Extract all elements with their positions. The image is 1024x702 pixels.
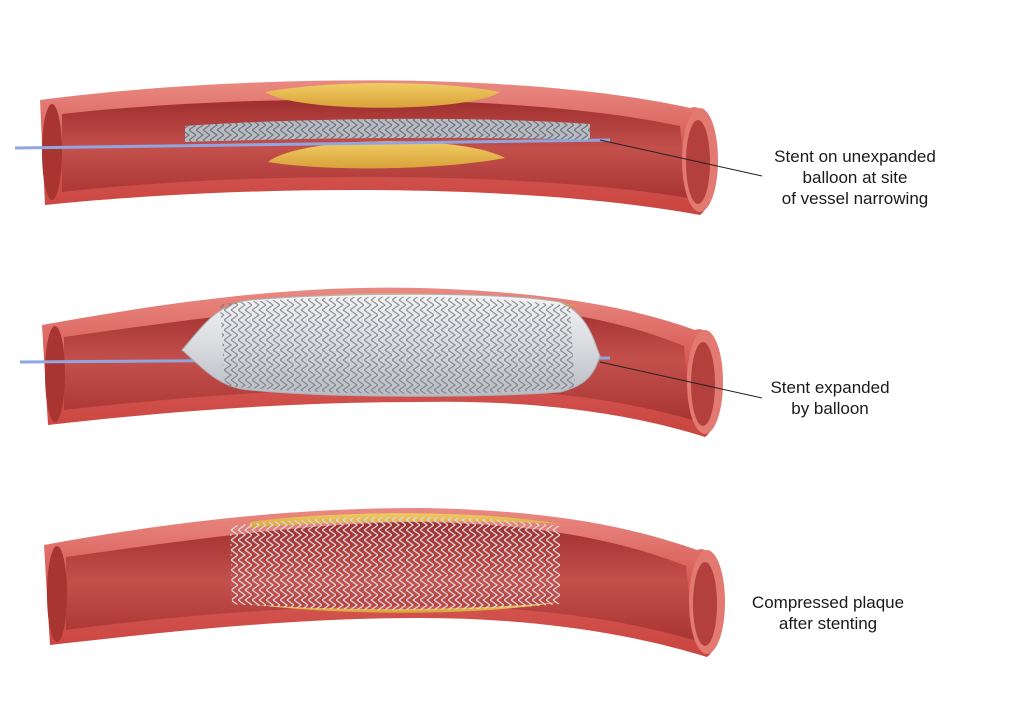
label-line: Stent on unexpanded bbox=[774, 147, 936, 166]
plaque-top bbox=[265, 83, 500, 108]
label-unexpanded-stent: Stent on unexpanded balloon at site of v… bbox=[735, 146, 975, 209]
label-compressed-plaque: Compressed plaque after stenting bbox=[708, 592, 948, 634]
catheter bbox=[14, 138, 611, 150]
label-line: after stenting bbox=[778, 614, 878, 633]
vessel-expanded bbox=[19, 287, 763, 437]
label-line: balloon at site bbox=[802, 168, 908, 187]
label-line: by balloon bbox=[791, 399, 869, 418]
vessel-stented bbox=[44, 508, 725, 657]
label-expanded-stent: Stent expanded by balloon bbox=[710, 377, 950, 419]
label-line: of vessel narrowing bbox=[781, 189, 929, 208]
compressed-plaque-bottom bbox=[250, 602, 560, 613]
label-line: Stent expanded bbox=[770, 378, 890, 397]
label-line: Compressed plaque bbox=[751, 593, 905, 612]
vessel-unexpanded bbox=[14, 80, 763, 215]
deployed-stent bbox=[230, 517, 560, 610]
plaque-bottom bbox=[268, 141, 505, 169]
expanded-stent bbox=[220, 296, 575, 394]
